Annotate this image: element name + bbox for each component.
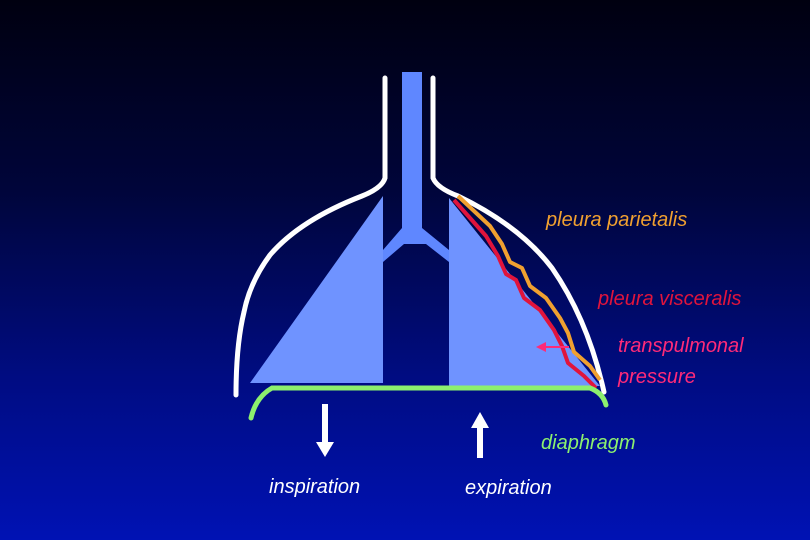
airway xyxy=(383,72,449,262)
transpulmonal-arrow xyxy=(536,342,569,352)
expiration-arrow xyxy=(471,412,489,458)
pleura-parietalis-label: pleura parietalis xyxy=(546,209,688,231)
diaphragm-line xyxy=(248,385,609,421)
pleura-parietalis-line xyxy=(456,194,602,382)
diaphragm-label: diaphragm xyxy=(541,432,636,454)
pleura-visceralis-label: pleura visceralis xyxy=(598,288,742,310)
chest-wall-left xyxy=(233,75,388,398)
inspiration-label: inspiration xyxy=(269,476,361,498)
chest-wall-right xyxy=(430,75,607,395)
expiration-label: expiration xyxy=(465,477,552,499)
inspiration-arrow xyxy=(316,404,334,457)
transpulmonal-label: transpulmonal xyxy=(618,335,744,357)
pleura-visceralis-line xyxy=(452,198,598,390)
left-lung xyxy=(250,196,383,383)
right-lung xyxy=(449,198,600,386)
pressure-label: pressure xyxy=(618,366,696,388)
